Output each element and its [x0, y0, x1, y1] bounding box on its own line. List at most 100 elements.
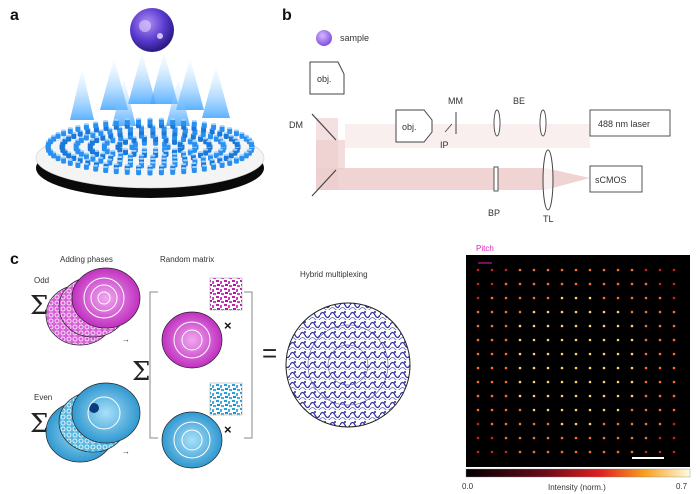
focal-spot [504, 324, 508, 328]
nanopillar-top [103, 120, 109, 122]
nanopillar-top [90, 154, 96, 157]
focal-spot [644, 450, 648, 454]
nanopillar-top [67, 127, 73, 130]
nanopillar-top [239, 131, 245, 134]
nanopillar-top [123, 137, 128, 140]
focal-spot [532, 310, 536, 314]
focal-spot [518, 380, 522, 384]
focal-spot [644, 338, 648, 342]
focal-spot [518, 394, 522, 398]
nanopillar [89, 139, 95, 146]
focal-spot [546, 338, 550, 342]
nanopillar-top [136, 168, 142, 171]
nanopillar [107, 159, 113, 166]
odd-sum-symbol: Σ [30, 291, 48, 321]
focal-spot [672, 450, 676, 454]
nanopillar-top [198, 151, 203, 154]
focal-spot [504, 352, 508, 356]
focal-spot [658, 380, 662, 384]
nanopillar-top [191, 120, 197, 122]
panel-label-b: b [282, 7, 292, 24]
focal-spot [630, 352, 634, 356]
focal-spot [574, 436, 578, 440]
nanopillar-top [150, 154, 156, 157]
focal-spot [630, 408, 634, 412]
focal-spot [616, 408, 620, 412]
focal-spot [616, 380, 620, 384]
nanopillar [94, 137, 100, 144]
focal-spot [574, 338, 578, 342]
nanopillar-top [100, 152, 106, 155]
tube-lens [542, 149, 554, 211]
focal-spot [504, 450, 508, 454]
focal-spot [630, 422, 634, 426]
focal-spot [616, 436, 620, 440]
focal-spot [658, 436, 662, 440]
objective-top-label: obj. [317, 74, 332, 84]
fold-mirror [311, 169, 337, 197]
focal-spot [574, 282, 578, 286]
nanopillar-top [209, 158, 215, 161]
nanopillar [93, 165, 99, 172]
nanopillar [147, 118, 153, 125]
focal-spot [644, 380, 648, 384]
focal-spot [476, 450, 480, 454]
focal-spot [588, 296, 592, 300]
focal-spot [588, 352, 592, 356]
focal-spot [658, 296, 662, 300]
focal-spot [560, 352, 564, 356]
nanopillar-top [83, 123, 89, 126]
mm-label: MM [448, 96, 463, 106]
focal-spot [546, 268, 550, 272]
focal-spot [616, 268, 620, 272]
nanopillar [123, 149, 128, 156]
nanopillar-top [98, 156, 104, 159]
nanopillar-top [217, 156, 223, 159]
focal-spot [644, 394, 648, 398]
focal-spot [574, 450, 578, 454]
laser-box [589, 109, 671, 137]
nanopillar [103, 121, 109, 127]
nanopillar [78, 137, 84, 144]
nanopillar-top [170, 118, 176, 121]
focal-spot [532, 450, 536, 454]
nanopillar [55, 132, 61, 139]
nanopillar [107, 128, 113, 135]
focal-spot [490, 282, 494, 286]
nanopillar [103, 167, 109, 173]
focal-spot [504, 338, 508, 342]
focal-spot [602, 324, 606, 328]
focal-spot [476, 380, 480, 384]
focal-spot [504, 366, 508, 370]
nanopillar-top [181, 167, 187, 170]
focal-spot [560, 394, 564, 398]
focal-spot [532, 394, 536, 398]
focal-spot [518, 338, 522, 342]
nanopillar-top [113, 163, 119, 166]
tl-label: TL [543, 214, 554, 224]
focal-spot [644, 366, 648, 370]
focal-spot [658, 310, 662, 314]
focal-spot [602, 450, 606, 454]
focal-spot [658, 282, 662, 286]
focal-spot [546, 436, 550, 440]
focal-spot [476, 310, 480, 314]
focal-spot [672, 268, 676, 272]
nanopillar-top [98, 129, 104, 132]
focal-spot [672, 366, 676, 370]
right-bracket [244, 291, 253, 439]
focal-spot [630, 436, 634, 440]
nanopillar-top [192, 140, 198, 143]
focal-spot [546, 366, 550, 370]
odd-label: Odd [34, 276, 49, 285]
nanopillar-top [75, 161, 81, 163]
nanopillar-top [227, 158, 233, 161]
be-lens-2 [539, 109, 547, 137]
nanopillar [187, 138, 193, 145]
nanopillar-top [124, 167, 130, 170]
focal-spot [672, 422, 676, 426]
nanopillar-top [234, 140, 240, 143]
bandpass-filter [493, 166, 499, 192]
focal-spot [476, 282, 480, 286]
